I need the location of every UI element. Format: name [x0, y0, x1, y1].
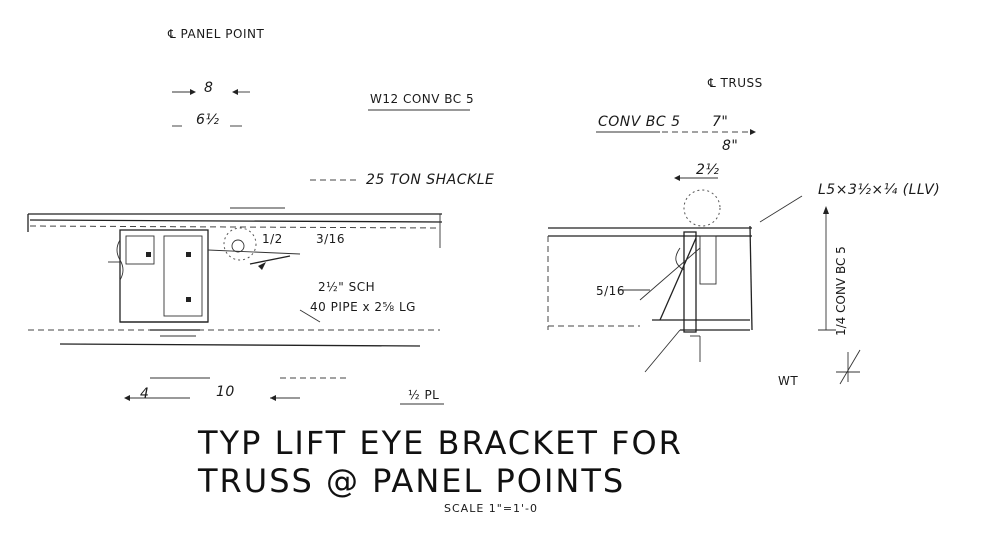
dim-6-half-label: 6½: [196, 112, 220, 128]
dim-8-arrows: [172, 89, 250, 127]
right-bracket: [639, 189, 750, 373]
drawing-title-line1: TYP LIFT EYE BRACKET FOR: [198, 424, 683, 462]
shackle-eye: [207, 207, 301, 270]
drawing-scale: SCALE 1"=1'-0: [444, 502, 539, 515]
dim-4-label: 4: [140, 386, 150, 402]
pipe-leader: [299, 309, 321, 323]
angle-label: L5×3½×¼ (LLV): [818, 182, 941, 198]
pipe-label-1: 2½" SCH: [318, 280, 376, 294]
left-beam: [27, 213, 443, 347]
vertical-conv-label: 1/4 CONV BC 5: [834, 246, 848, 336]
wt-label: WT: [778, 374, 799, 388]
dim-2-half-label: 2½: [696, 162, 720, 178]
angle-leader: [759, 195, 803, 223]
left-bottom-dims: [124, 377, 444, 405]
dim-3-16-label: 3/16: [316, 232, 345, 246]
dim-8-right-label: 8": [722, 138, 739, 154]
dim-8-label: 8: [204, 80, 214, 96]
right-beam: [547, 225, 753, 331]
left-bracket-plate: [108, 229, 209, 337]
dim-5-16-label: 5/16: [596, 284, 625, 298]
right-vertical-dim: [818, 206, 836, 331]
dim-10-label: 10: [216, 384, 235, 400]
conv-label: CONV BC 5: [598, 114, 681, 130]
pipe-label-2: 40 PIPE x 2⅝ LG: [310, 300, 416, 314]
wt-symbol: [836, 349, 861, 385]
dim-1-2-label: 1/2: [262, 232, 283, 246]
panel-point-label: ℄ PANEL POINT: [168, 27, 265, 41]
beam-label: W12 CONV BC 5: [370, 92, 475, 106]
dim-7-label: 7": [712, 114, 729, 130]
shackle-label: 25 TON SHACKLE: [366, 172, 495, 188]
drawing-title-line2: TRUSS @ PANEL POINTS: [198, 462, 626, 500]
truss-label: ℄ TRUSS: [708, 76, 763, 90]
dim-half-pl-label: ½ PL: [408, 388, 440, 402]
